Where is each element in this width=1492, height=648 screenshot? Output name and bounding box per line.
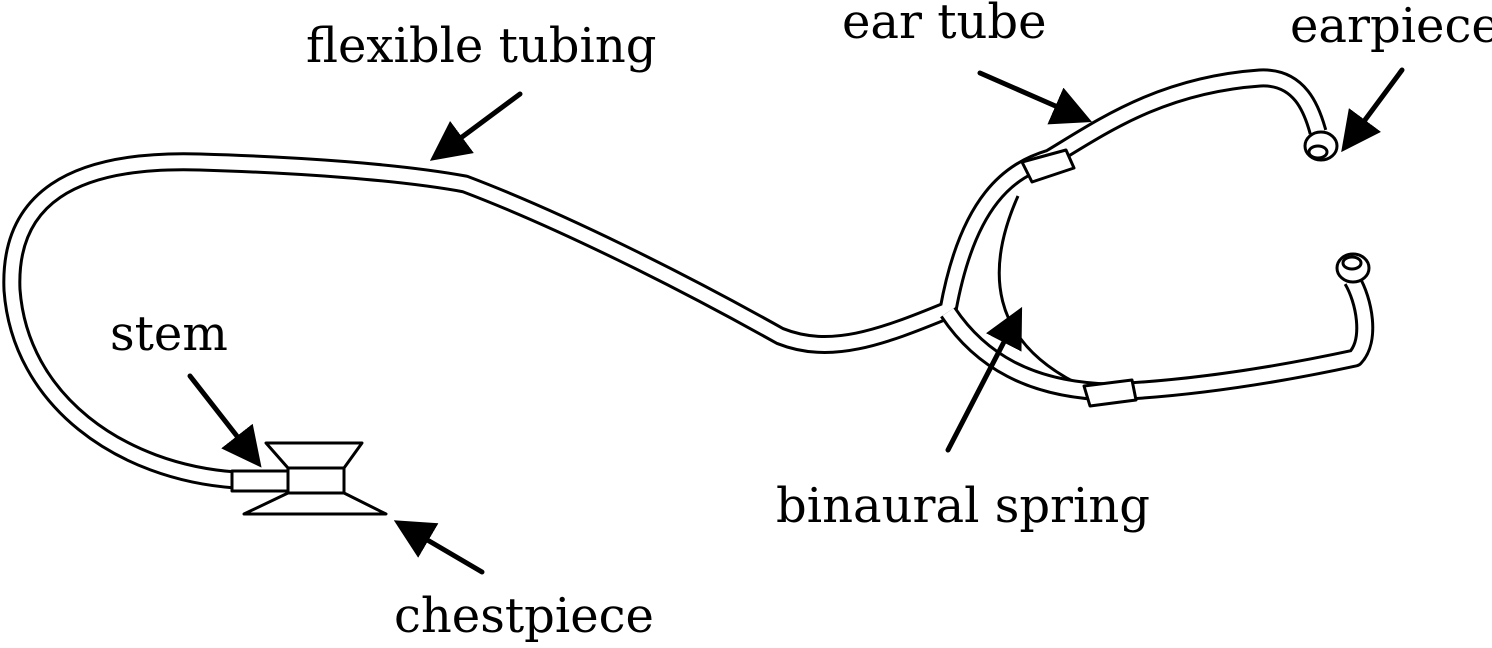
- ear-tube-arrow: [977, 70, 1093, 125]
- binaural-spring-line: [997, 195, 1079, 386]
- upper-ear-tube-coupler: [1020, 148, 1076, 184]
- stem-label: stem: [110, 306, 228, 362]
- stem-arrow: [187, 373, 262, 468]
- upper-earpiece: [1303, 130, 1339, 162]
- binaural-spring-arrow: [945, 306, 1023, 453]
- earpiece-arrow: [1341, 67, 1405, 153]
- chestpiece: [242, 441, 388, 516]
- earpiece-label: earpiece: [1290, 0, 1492, 54]
- flexible-tubing-arrow: [429, 91, 523, 161]
- lower-earpiece: [1335, 252, 1371, 284]
- flexible-tubing: [2, 68, 1328, 490]
- ear-tube-label: ear tube: [842, 0, 1047, 50]
- chestpiece-arrow: [393, 520, 485, 575]
- chestpiece-label: chestpiece: [394, 588, 654, 644]
- binaural-spring-label: binaural spring: [776, 478, 1150, 534]
- lower-ear-tube: [940, 275, 1375, 402]
- stem: [230, 469, 292, 493]
- flexible-tubing-label: flexible tubing: [306, 18, 657, 74]
- lower-ear-tube-coupler: [1082, 378, 1138, 408]
